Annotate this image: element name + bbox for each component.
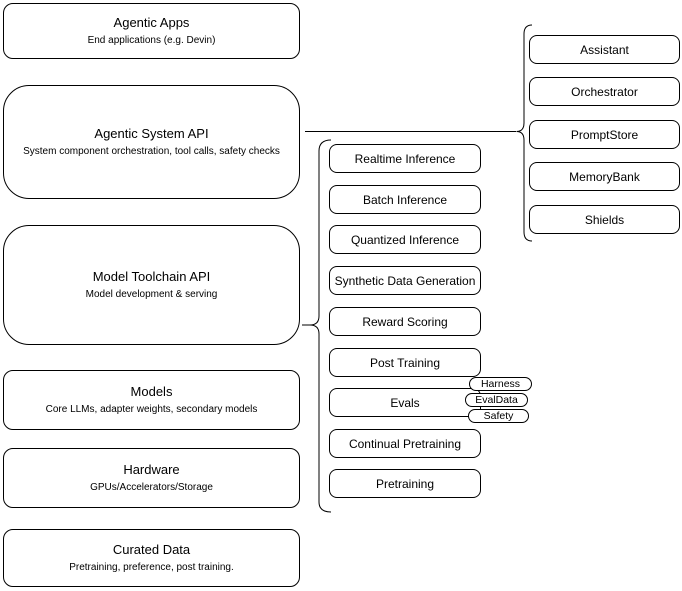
- node-agentic-system-api: Agentic System API System component orch…: [3, 85, 300, 199]
- node-memorybank: MemoryBank: [529, 162, 680, 191]
- node-orchestrator: Orchestrator: [529, 77, 680, 106]
- node-title: Curated Data: [112, 542, 191, 557]
- node-evals: Evals: [329, 388, 481, 417]
- node-title: Hardware: [123, 462, 180, 477]
- pill-harness: Harness: [469, 377, 532, 391]
- node-hardware: Hardware GPUs/Accelerators/Storage: [3, 448, 300, 508]
- node-subtitle: System component orchestration, tool cal…: [23, 146, 280, 157]
- node-reward-scoring: Reward Scoring: [329, 307, 481, 336]
- node-model-toolchain-api: Model Toolchain API Model development & …: [3, 225, 300, 345]
- node-title: Model Toolchain API: [92, 269, 211, 284]
- node-pretraining: Pretraining: [329, 469, 481, 498]
- node-subtitle: GPUs/Accelerators/Storage: [90, 482, 213, 493]
- node-title: Agentic Apps: [113, 15, 190, 30]
- brace-toolchain: [309, 139, 332, 513]
- node-agentic-apps: Agentic Apps End applications (e.g. Devi…: [3, 3, 300, 59]
- node-curated-data: Curated Data Pretraining, preference, po…: [3, 529, 300, 587]
- pill-safety: Safety: [468, 409, 529, 423]
- node-models: Models Core LLMs, adapter weights, secon…: [3, 370, 300, 430]
- node-assistant: Assistant: [529, 35, 680, 64]
- node-post-training: Post Training: [329, 348, 481, 377]
- node-promptstore: PromptStore: [529, 120, 680, 149]
- node-quantized-inference: Quantized Inference: [329, 225, 481, 254]
- node-continual-pretraining: Continual Pretraining: [329, 429, 481, 458]
- node-title: Models: [130, 384, 173, 399]
- node-subtitle: Pretraining, preference, post training.: [69, 562, 234, 573]
- node-subtitle: End applications (e.g. Devin): [87, 35, 216, 46]
- node-subtitle: Model development & serving: [85, 289, 218, 300]
- node-title: Agentic System API: [94, 126, 209, 141]
- node-synthetic-data-generation: Synthetic Data Generation: [329, 266, 481, 295]
- pill-evaldata: EvalData: [465, 393, 528, 407]
- node-batch-inference: Batch Inference: [329, 185, 481, 214]
- node-subtitle: Core LLMs, adapter weights, secondary mo…: [45, 404, 258, 415]
- node-shields: Shields: [529, 205, 680, 234]
- node-realtime-inference: Realtime Inference: [329, 144, 481, 173]
